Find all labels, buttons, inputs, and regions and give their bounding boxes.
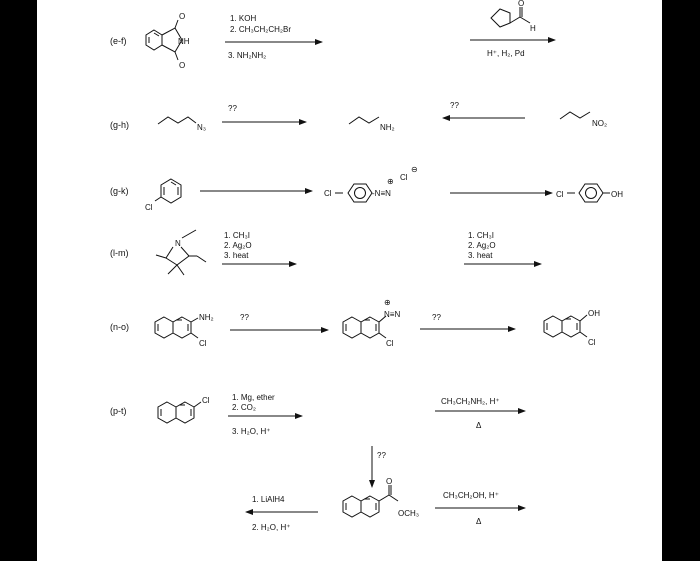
azide-group: N₃ bbox=[197, 123, 206, 132]
reagent-silver-oxide-2: 2. Ag₂O bbox=[468, 241, 496, 250]
diazonium-chloro: Cl bbox=[324, 189, 332, 198]
plus-charge: ⊕ bbox=[387, 177, 394, 186]
unknown-reagent-o: ?? bbox=[432, 313, 441, 322]
methoxy-group: OCH₃ bbox=[398, 509, 419, 518]
naphthyl-diazonium-group: N≡N bbox=[384, 310, 400, 319]
unknown-reagent-n: ?? bbox=[240, 313, 249, 322]
nitro-group: NO₂ bbox=[592, 119, 607, 128]
row-g-k: (g-k) Cl Cl -N≡N ⊕ Cl ⊖ Cl OH bbox=[110, 165, 623, 212]
unknown-reagent-h: ?? bbox=[450, 101, 459, 110]
propylamine-chain bbox=[348, 116, 380, 125]
reagent-methyl-iodide-2: 1. CH₃I bbox=[468, 231, 494, 240]
chlorobenzene-structure: Cl bbox=[145, 178, 182, 212]
naphthol-chloro: Cl bbox=[588, 338, 596, 347]
reagent-co2: 2. CO₂ bbox=[232, 403, 256, 412]
amine-group: NH₂ bbox=[380, 123, 395, 132]
row-label-l-m: (l-m) bbox=[110, 248, 129, 258]
naphthyl-chloro-2: Cl bbox=[386, 339, 394, 348]
aldehyde-h: H bbox=[530, 24, 536, 33]
reagent-grignard: 1. Mg, ether bbox=[232, 393, 275, 402]
imide-nh: NH bbox=[178, 37, 190, 46]
reagent-ethanol: CH₃CH₂OH, H⁺ bbox=[443, 491, 499, 500]
phenol-oh: OH bbox=[611, 190, 623, 199]
naphthol-oh: OH bbox=[588, 309, 600, 318]
carbonyl-o-top: O bbox=[179, 12, 185, 21]
reagent-hydrazine: 3. NH₂NH₂ bbox=[228, 51, 266, 60]
reagent-methyl-iodide-1: 1. CH₃I bbox=[224, 231, 250, 240]
naphthyl-diazonium-structure: N≡N ⊕ Cl bbox=[342, 298, 400, 348]
row-label-p-t: (p-t) bbox=[110, 406, 127, 416]
row-label-e-f: (e-f) bbox=[110, 36, 127, 46]
naphthyl-amine: NH₂ bbox=[199, 313, 214, 322]
reagent-silver-oxide-1: 2. Ag₂O bbox=[224, 241, 252, 250]
ester-carbonyl-o: O bbox=[386, 477, 392, 486]
aldehyde-o: O bbox=[518, 0, 524, 8]
naphthyl-chloro-1: Cl bbox=[199, 339, 207, 348]
reagent-lialh4: 1. LiAlH4 bbox=[252, 495, 285, 504]
row-g-h: (g-h) N₃ ?? NH₂ ?? NO₂ bbox=[110, 101, 607, 132]
worksheet-page: (e-f) O O NH 1. KOH 2. CH₃CH₂CH₂Br 3. NH… bbox=[37, 0, 662, 561]
reaction-scheme: (e-f) O O NH 1. KOH 2. CH₃CH₂CH₂Br 3. NH… bbox=[110, 0, 623, 532]
unknown-reagent-p: ?? bbox=[377, 451, 386, 460]
pyrrolidine-structure: N bbox=[155, 229, 207, 276]
reagent-heat-2: 3. heat bbox=[468, 251, 493, 260]
row-l-m: (l-m) N 1. CH₃I 2. Ag₂O 3. heat 1. CH₃I … bbox=[110, 229, 542, 276]
row-label-g-k: (g-k) bbox=[110, 186, 129, 196]
heat-symbol-2: Δ bbox=[476, 517, 482, 526]
chloro-atom: Cl bbox=[145, 203, 153, 212]
chloride-counterion: Cl bbox=[400, 173, 408, 182]
reagent-acid-workup-2: 2. H₂O, H⁺ bbox=[252, 523, 290, 532]
reagent-propyl-bromide: 2. CH₃CH₂CH₂Br bbox=[230, 25, 291, 34]
p-chloro-atom: Cl bbox=[202, 396, 210, 405]
reagent-koh: 1. KOH bbox=[230, 14, 256, 23]
nitropropane-chain bbox=[559, 111, 591, 120]
phthalimide-structure: O O NH bbox=[145, 12, 190, 70]
pyrrolidine-n: N bbox=[175, 239, 181, 248]
row-n-o: (n-o) NH₂ Cl ?? N≡N ⊕ Cl ?? bbox=[110, 298, 600, 348]
aminochloronaphthalene-structure: NH₂ Cl bbox=[154, 313, 214, 348]
propyl-azide-chain bbox=[157, 116, 197, 125]
chloronaphthalene-structure: Cl bbox=[157, 396, 210, 424]
reagent-hydrogenation: H⁺, H₂, Pd bbox=[487, 49, 525, 58]
row-label-n-o: (n-o) bbox=[110, 322, 129, 332]
row-label-g-h: (g-h) bbox=[110, 120, 129, 130]
diazonium-salt-structure: Cl -N≡N ⊕ Cl ⊖ bbox=[324, 165, 418, 203]
row-e-f: (e-f) O O NH 1. KOH 2. CH₃CH₂CH₂Br 3. NH… bbox=[110, 0, 556, 70]
minus-charge: ⊖ bbox=[411, 165, 418, 174]
unknown-reagent-g: ?? bbox=[228, 104, 237, 113]
heat-symbol-1: Δ bbox=[476, 421, 482, 430]
diazonium-group: -N≡N bbox=[372, 189, 391, 198]
carbonyl-o-bottom: O bbox=[179, 61, 185, 70]
methyl-naphthoate-structure: O OCH₃ bbox=[342, 477, 419, 518]
naphthyl-plus-charge: ⊕ bbox=[384, 298, 391, 307]
chloronaphthol-structure: OH Cl bbox=[543, 309, 600, 347]
chlorophenol-chloro: Cl bbox=[556, 190, 564, 199]
reagent-ethylamine: CH₃CH₂NH₂, H⁺ bbox=[441, 397, 500, 406]
cyclopentylacetaldehyde-structure: O H bbox=[490, 0, 536, 33]
chlorophenol-structure: Cl OH bbox=[556, 183, 623, 203]
reagent-acid-workup: 3. H₂O, H⁺ bbox=[232, 427, 270, 436]
row-p-t: (p-t) Cl 1. Mg, ether 2. CO₂ 3. H₂O, H⁺ … bbox=[110, 393, 526, 532]
reagent-heat-1: 3. heat bbox=[224, 251, 249, 260]
